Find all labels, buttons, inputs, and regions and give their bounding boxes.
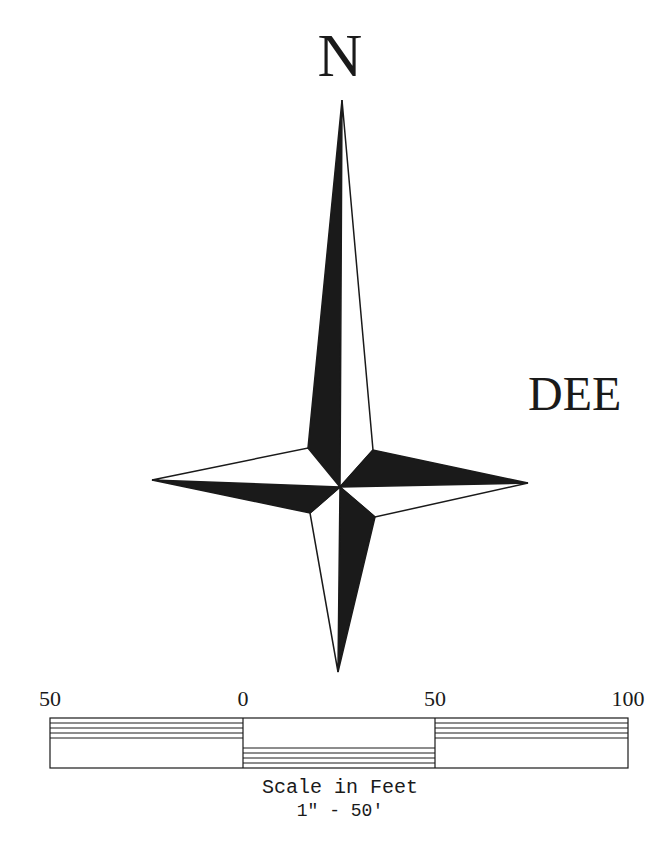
scale-hatch-line [243, 748, 435, 749]
scale-hatch-line [435, 723, 628, 724]
scale-hatch-line [50, 733, 243, 734]
scale-hatch-line [50, 738, 243, 739]
scale-number: 50 [424, 688, 446, 710]
scale-hatch-line [243, 763, 435, 764]
scale-number: 0 [238, 688, 249, 710]
scale-hatch-line [50, 728, 243, 729]
scale-divider [434, 718, 435, 768]
scale-number: 100 [612, 688, 645, 710]
scale-hatch-line [435, 733, 628, 734]
south-arm-light [310, 487, 340, 672]
scale-hatch-line [435, 728, 628, 729]
scale-hatch-line [435, 738, 628, 739]
scale-ratio: 1" - 50' [297, 802, 383, 820]
scale-number: 50 [39, 688, 61, 710]
scale-hatch-line [243, 753, 435, 754]
scale-bar [50, 718, 628, 768]
place-name: DEE [528, 370, 621, 418]
scale-hatch-line [50, 723, 243, 724]
north-arm-dark [308, 100, 342, 487]
north-label: N [318, 24, 363, 86]
scale-hatch-line [243, 758, 435, 759]
compass-rose [152, 100, 528, 672]
south-arm-dark [338, 487, 375, 672]
scale-divider [242, 718, 243, 768]
west-arm-light [152, 448, 340, 487]
scale-hatching [50, 723, 628, 763]
north-arm-light [340, 100, 373, 487]
scale-bar-frame [50, 718, 628, 768]
scale-caption: Scale in Feet [262, 778, 418, 798]
east-arm-dark [340, 450, 528, 487]
